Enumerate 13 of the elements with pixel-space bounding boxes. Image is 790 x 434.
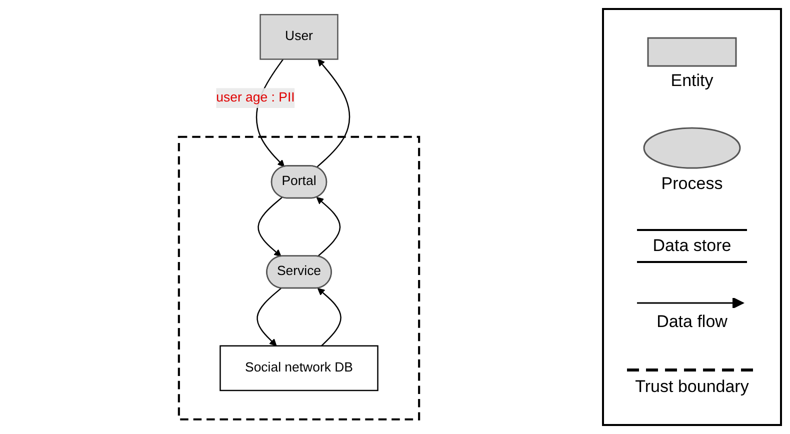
legend-label: Entity xyxy=(670,71,714,92)
data-store-box: Social network DB xyxy=(220,345,378,392)
arrow xyxy=(317,288,342,346)
legend-label: Data store xyxy=(652,236,732,256)
legend-label: Data flow xyxy=(656,312,728,332)
process-ellipse: Service xyxy=(266,255,332,289)
legend-label: Process xyxy=(661,174,723,194)
arrow xyxy=(316,196,341,257)
legend-label: Trust boundary xyxy=(635,376,749,397)
arrow xyxy=(316,58,350,168)
arrow xyxy=(258,196,283,257)
arrow xyxy=(256,288,282,346)
entity-box: User xyxy=(260,14,338,60)
